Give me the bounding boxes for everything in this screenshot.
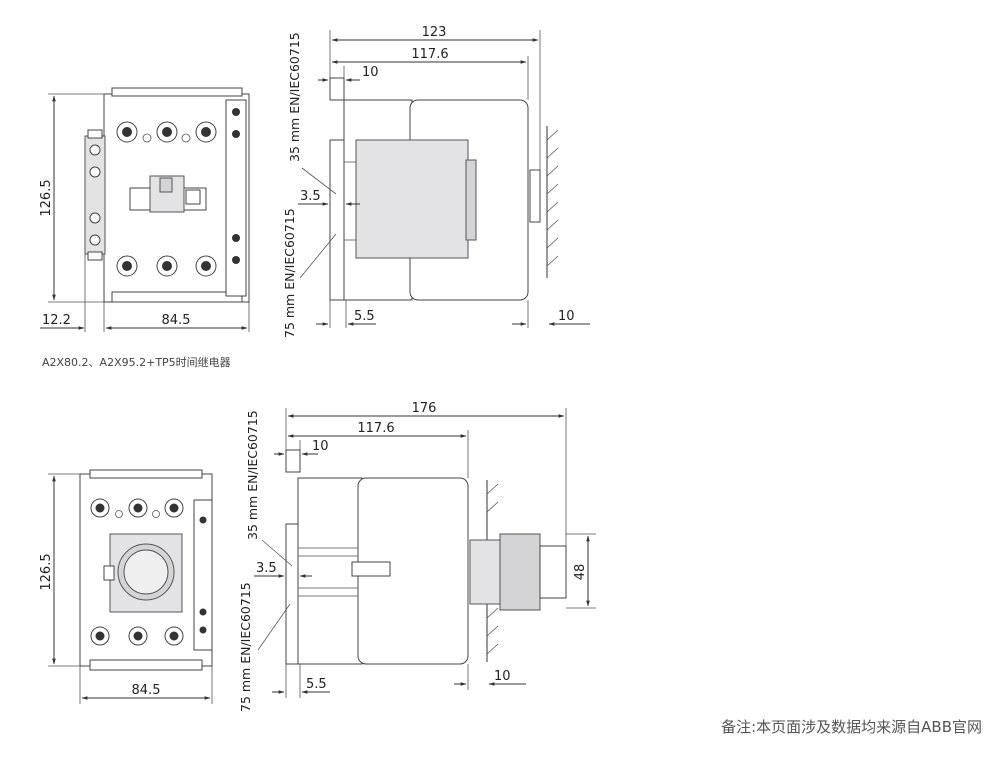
bottom-side-total-depth-dim: 176 [412, 401, 437, 416]
wall-hatch-bottom [486, 483, 499, 655]
bottom-side-rail-35-label: 35 mm EN/IEC60715 [245, 410, 260, 540]
bottom-side-wall-gap-dim: 10 [494, 669, 511, 684]
top-front-height-dim: 126.5 [39, 179, 54, 216]
bottom-side-bottom-offset-dim: 5.5 [306, 677, 327, 692]
top-side-rail-75-label: 75 mm EN/IEC60715 [282, 208, 297, 338]
top-side-bottom-offset-dim: 5.5 [354, 309, 375, 324]
bottom-side-rail-75-label: 75 mm EN/IEC60715 [238, 582, 253, 712]
bottom-front-height-dim: 126.5 [39, 553, 54, 590]
bottom-front-width-dim: 84.5 [132, 683, 161, 698]
source-note: 备注:本页面涉及数据均来源自ABB官网 [721, 718, 982, 736]
bottom-front-view: 126.5 84.5 [39, 469, 213, 704]
top-front-view: 126.5 12.2 84.5 [39, 87, 250, 332]
bottom-terminals [116, 255, 217, 277]
top-side-rail-step-dim: 3.5 [300, 189, 321, 204]
top-side-rail-35-label: 35 mm EN/IEC60715 [287, 32, 302, 162]
bottom-side-view: 176 117.6 10 35 mm EN/IEC60715 75 mm EN/… [238, 401, 596, 712]
top-terminals [116, 121, 217, 143]
top-side-view: 123 117.6 10 35 mm EN/IEC60715 75 mm EN/… [282, 25, 590, 338]
top-front-left-offset-dim: 12.2 [42, 313, 71, 328]
top-side-rail-offset-dim: 10 [362, 65, 379, 80]
bottom-side-module-height-dim: 48 [573, 564, 588, 581]
bottom-side-body-depth-dim: 117.6 [357, 421, 394, 436]
top-front-width-dim: 84.5 [162, 313, 191, 328]
figure-caption: A2X80.2、A2X95.2+TP5时间继电器 [42, 356, 231, 369]
top-side-total-depth-dim: 123 [422, 25, 447, 40]
wall-hatch-top [546, 129, 559, 267]
top-side-wall-gap-dim: 10 [558, 309, 575, 324]
top-side-body-depth-dim: 117.6 [411, 47, 448, 62]
bottom-side-rail-step-dim: 3.5 [256, 561, 277, 576]
bottom-side-rail-offset-dim: 10 [312, 439, 329, 454]
